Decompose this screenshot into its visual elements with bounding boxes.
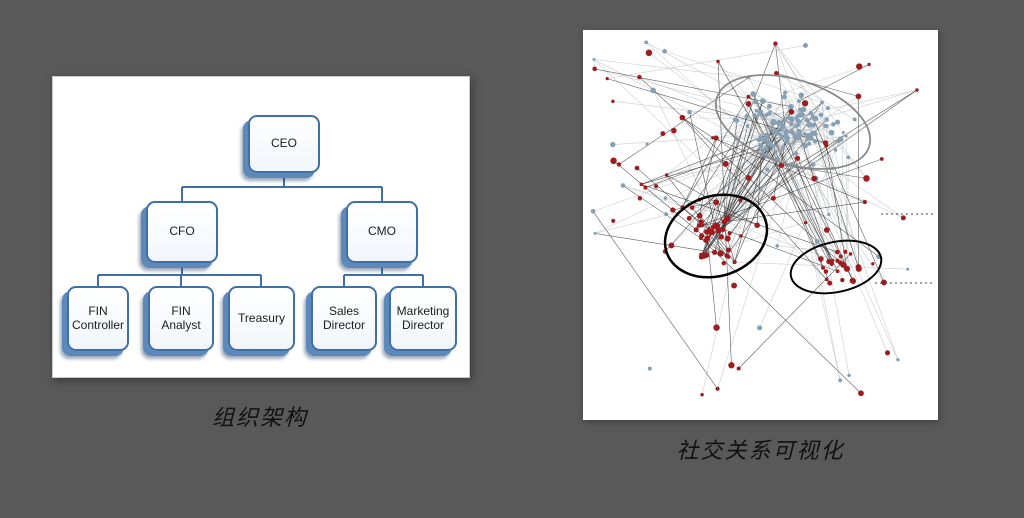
org-chart-panel: CEO CFO CMO FIN Controller FIN Analyst T… (52, 76, 470, 378)
org-node-fin-analyst-label: FIN Analyst (161, 303, 201, 332)
org-node-cmo-label: CMO (368, 224, 396, 239)
org-node-fin-analyst: FIN Analyst (148, 286, 214, 351)
org-node-ceo-label: CEO (270, 136, 297, 151)
social-network-graph (590, 40, 935, 397)
org-node-treasury: Treasury (228, 286, 295, 351)
org-node-marketing-director-label: Marketing Director (396, 303, 450, 332)
org-node-fin-controller: FIN Controller (67, 286, 129, 351)
org-node-sales-director: Sales Director (311, 286, 377, 351)
org-node-sales-director-label: Sales Director (322, 303, 365, 332)
org-node-cmo: CMO (346, 201, 418, 263)
org-node-marketing-director: Marketing Director (389, 286, 457, 351)
network-caption: 社交关系可视化 (676, 438, 845, 463)
org-node-treasury-label: Treasury (238, 310, 285, 325)
network-panel (583, 30, 938, 420)
org-node-ceo: CEO (248, 115, 320, 173)
org-node-cfo: CFO (146, 201, 218, 263)
org-chart-connectors (97, 173, 424, 286)
org-node-cfo-label: CFO (169, 224, 195, 239)
org-chart-caption: 组织架构 (211, 405, 308, 430)
org-node-fin-controller-label: FIN Controller (71, 303, 125, 332)
connector-lines (97, 173, 424, 286)
